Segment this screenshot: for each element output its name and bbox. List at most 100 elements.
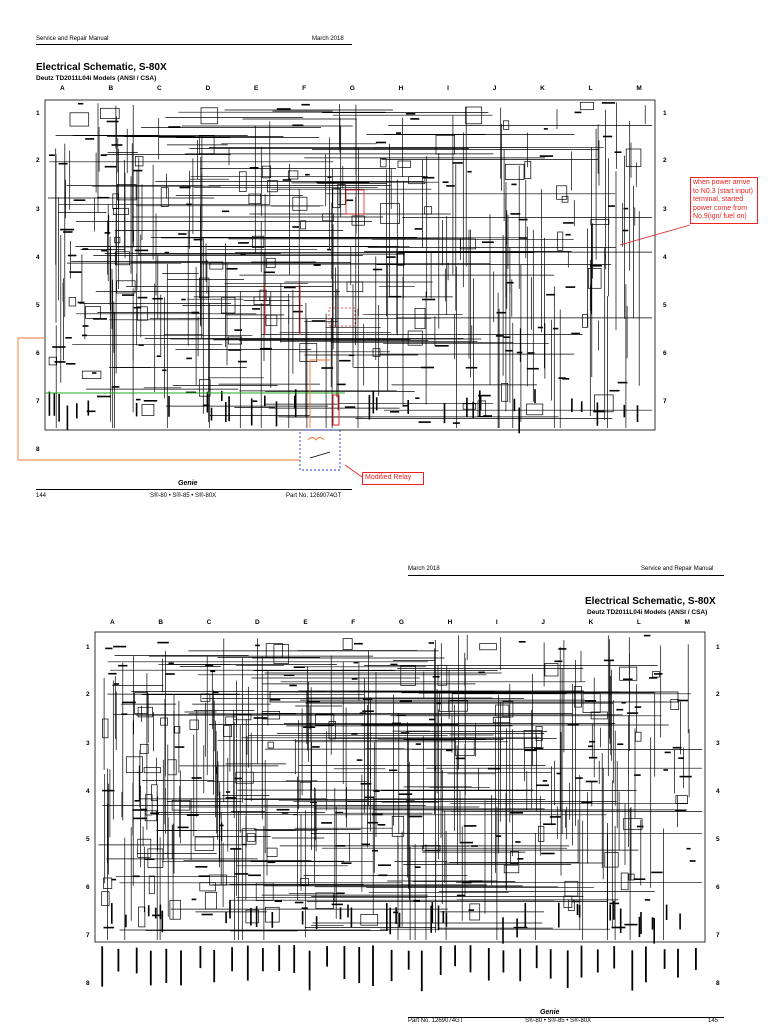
label-mark [623, 207, 629, 210]
label-mark [363, 698, 373, 701]
page1-row-label: 7 [36, 398, 40, 405]
component-box [501, 383, 509, 402]
label-mark [282, 179, 292, 181]
component-box [223, 725, 232, 737]
label-mark [621, 702, 626, 704]
page1-row-label-right: 1 [663, 110, 667, 117]
page2-frame [94, 631, 706, 943]
connector-label [221, 390, 223, 401]
component-box [580, 101, 594, 111]
connector-label [294, 389, 297, 418]
component-box [670, 699, 680, 710]
label-mark [144, 858, 155, 860]
component-box [563, 895, 573, 908]
page1-row-label-right: 5 [663, 302, 667, 309]
label-mark [203, 404, 209, 407]
label-mark [186, 357, 192, 360]
component-box [544, 663, 559, 677]
label-mark [249, 167, 259, 169]
label-mark [617, 743, 624, 745]
component-box [590, 711, 608, 720]
component-box [422, 845, 441, 852]
component-box [151, 784, 158, 802]
label-mark [284, 286, 296, 289]
component-box [315, 713, 335, 726]
label-mark [66, 363, 76, 365]
label-mark [168, 662, 174, 664]
label-mark [633, 878, 646, 880]
label-mark [571, 332, 580, 335]
label-mark [301, 103, 310, 106]
label-mark [230, 848, 242, 850]
connector-label [677, 948, 679, 978]
connector-label [430, 905, 432, 933]
label-mark [198, 875, 210, 877]
label-mark [293, 666, 305, 668]
label-mark [585, 780, 598, 783]
connector-label [147, 905, 150, 917]
component-box [391, 816, 405, 837]
label-mark [526, 367, 539, 370]
label-mark [581, 801, 593, 804]
label-mark [152, 297, 163, 300]
component-box [68, 297, 77, 307]
connector-label [663, 949, 666, 969]
label-mark [567, 724, 579, 726]
component-box [360, 914, 379, 926]
label-mark [294, 901, 304, 904]
label-mark [643, 634, 651, 637]
component-box [199, 277, 210, 299]
label-mark [335, 811, 344, 814]
component-box [372, 348, 381, 357]
col-label: G [398, 619, 404, 626]
component-box [233, 713, 252, 721]
component-box [342, 638, 353, 650]
page2-row-label: 6 [86, 884, 90, 891]
label-mark [452, 162, 463, 164]
label-mark [414, 866, 421, 868]
label-mark [467, 170, 472, 173]
label-mark [589, 740, 596, 743]
page1-row-label-right: 2 [663, 157, 667, 164]
label-mark [165, 673, 175, 675]
connector-label [210, 407, 213, 421]
connector-label [228, 396, 230, 422]
connector-label [206, 391, 209, 413]
label-mark [85, 138, 95, 140]
component-box [625, 148, 642, 167]
wire-group [48, 101, 652, 428]
label-mark [93, 318, 107, 320]
label-mark [593, 410, 605, 413]
label-mark [478, 671, 485, 674]
label-mark [456, 894, 465, 897]
label-mark [252, 308, 261, 310]
connector-label [469, 945, 472, 973]
component-box [273, 644, 289, 664]
label-mark [372, 813, 383, 816]
component-box [510, 851, 519, 864]
component-box [160, 717, 168, 726]
label-mark [649, 677, 658, 679]
label-mark [588, 745, 594, 748]
connector-label [524, 902, 527, 927]
col-label: C [156, 85, 162, 92]
blue-relay-box [299, 429, 341, 471]
connector-label [596, 949, 599, 973]
component-box [328, 721, 336, 740]
connector-label [571, 398, 573, 413]
page1-footer-rule [36, 489, 352, 490]
label-mark [113, 645, 127, 648]
label-mark [354, 642, 363, 645]
label-mark [248, 874, 261, 877]
component-box [622, 818, 643, 830]
label-mark [310, 801, 317, 804]
label-mark [82, 248, 89, 250]
label-mark [574, 111, 582, 114]
page1-header-rule [36, 44, 352, 45]
component-box [200, 107, 219, 125]
label-mark [495, 335, 504, 337]
component-box [503, 864, 520, 874]
label-mark [617, 381, 628, 384]
component-box [262, 711, 281, 720]
label-mark [222, 210, 230, 213]
